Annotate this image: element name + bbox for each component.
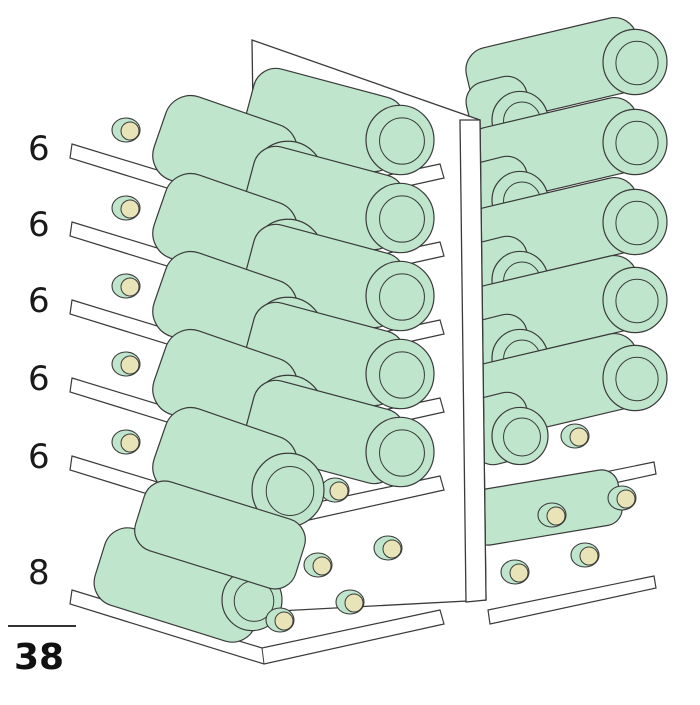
right-row-6-bottle-b-cork xyxy=(546,506,566,526)
row-count-1: 6 xyxy=(28,129,50,169)
left-row-6-bottle-b-body xyxy=(134,480,306,590)
right-row-5-bottle-front-cork xyxy=(569,427,589,447)
left-row-3-bottle-front-cork xyxy=(120,277,140,297)
right-row-6-shelf xyxy=(487,575,657,625)
left-row-1-bottle-front-cork xyxy=(120,121,140,141)
left-row-5-bottle-back-base xyxy=(365,416,435,488)
total-count: 38 xyxy=(14,637,65,678)
right-row-1-bottle-back-base-ring xyxy=(615,40,659,86)
row-count-6: 8 xyxy=(28,553,50,593)
left-row-4-bottle-back-base-ring xyxy=(379,351,425,399)
row-count-5: 6 xyxy=(28,437,50,477)
left-column xyxy=(69,67,445,665)
left-row-4-bottle-back-base xyxy=(365,338,435,410)
row-count-3: 6 xyxy=(28,281,50,321)
left-row-6-bottle-e-cork xyxy=(312,556,332,576)
right-row-6-bottle-d-cork xyxy=(509,563,529,583)
center-divider-edge xyxy=(459,119,487,603)
left-row-5-bottle-front-base-ring xyxy=(265,466,315,516)
left-row-6-bottle-f-cork xyxy=(382,539,402,559)
left-row-1-bottle-back-base xyxy=(365,104,435,176)
right-row-6-bottle-c-cork xyxy=(579,546,599,566)
right-row-4-bottle-back-base xyxy=(602,266,668,334)
right-row-4-bottle-back-base-ring xyxy=(615,278,659,324)
left-row-2-bottle-back-base xyxy=(365,182,435,254)
left-row-6-bottle-c-cork xyxy=(274,611,294,631)
left-row-5-bottle-front-cork xyxy=(120,433,140,453)
right-row-5-bottle-back-base-ring xyxy=(615,356,659,402)
left-row-1-bottle-back-base-ring xyxy=(379,117,425,165)
left-row-4-bottle-front-cork xyxy=(120,355,140,375)
row-count-4: 6 xyxy=(28,359,50,399)
left-row-3-bottle-back-base xyxy=(365,260,435,332)
right-row-3-bottle-back-base xyxy=(602,188,668,256)
total-divider-line xyxy=(8,625,76,627)
left-row-2-bottle-front-cork xyxy=(120,199,140,219)
left-row-3-bottle-back-base-ring xyxy=(379,273,425,321)
left-row-6-bottle-b-body-group xyxy=(134,480,306,590)
left-row-6-bottle-d-cork xyxy=(344,593,364,613)
left-row-2-bottle-back-base-ring xyxy=(379,195,425,243)
right-row-1-bottle-back-base xyxy=(602,28,668,96)
row-count-2: 6 xyxy=(28,205,50,245)
left-row-5-bottle-back-base-ring xyxy=(379,429,425,477)
left-row-5-bottle-mid-cork xyxy=(329,481,349,501)
left-row-6-shelf-edge xyxy=(261,647,265,665)
right-row-6-bottle-a-cork xyxy=(616,489,636,509)
right-row-5-bottle-front-base-ring xyxy=(503,417,541,457)
right-column xyxy=(465,17,668,625)
right-row-5-bottle-back-base xyxy=(602,344,668,412)
right-row-5-bottle-front-base xyxy=(491,406,549,466)
right-row-2-bottle-back-base-ring xyxy=(615,120,659,166)
right-row-2-bottle-back-base xyxy=(602,108,668,176)
right-row-3-bottle-back-base-ring xyxy=(615,200,659,246)
